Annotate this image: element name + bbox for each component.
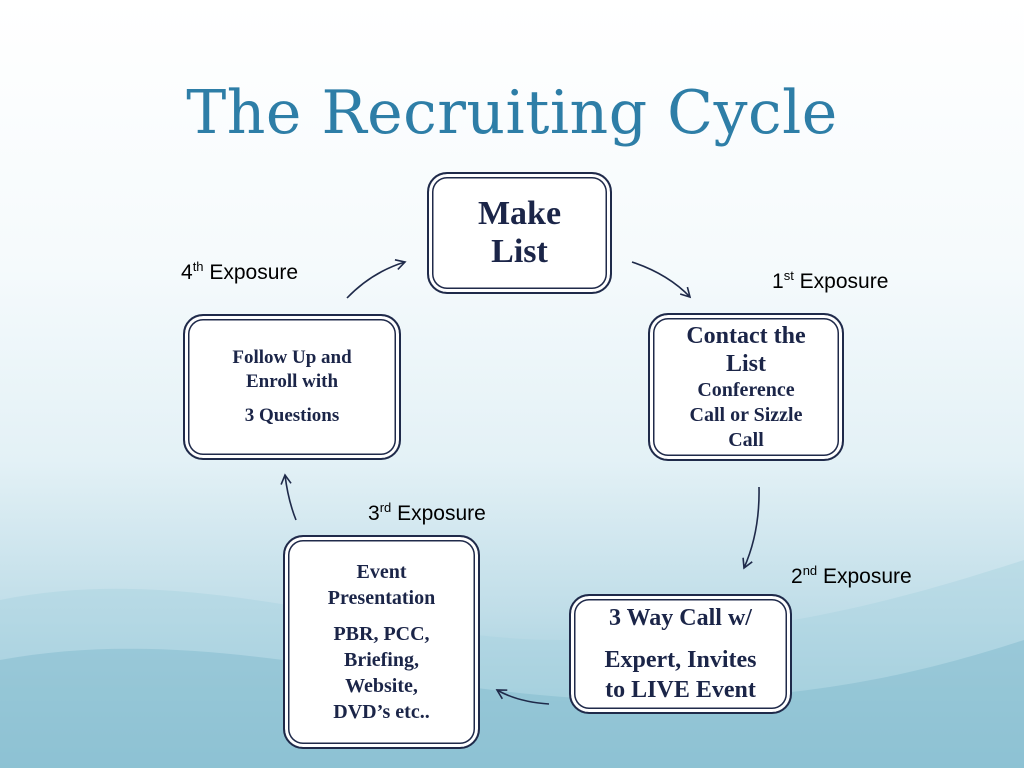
event-line1: Event	[356, 561, 407, 583]
three-way-call-node: 3 Way Call w/ Expert, Invites to LIVE Ev…	[569, 594, 792, 714]
exposure-1-suffix: st	[783, 268, 794, 283]
follow-up-line3: 3 Questions	[244, 405, 340, 426]
arrow-event-to-follow	[280, 473, 297, 521]
exposure-2-num: 2	[791, 565, 803, 588]
event-line6: DVD’s etc..	[333, 701, 430, 723]
exposure-label-1: 1st Exposure	[772, 268, 889, 294]
event-line4: Briefing,	[344, 649, 419, 671]
exposure-label-2: 2nd Exposure	[791, 563, 912, 589]
exposure-4-suffix: th	[192, 259, 204, 274]
make-list-node: Make List	[427, 172, 612, 294]
follow-up-line1: Follow Up and	[232, 347, 352, 368]
three-way-call-line2: Expert, Invites	[604, 647, 757, 673]
exposure-3-suffix: rd	[379, 500, 392, 515]
contact-list-sub1: Conference	[697, 378, 795, 401]
make-list-line2: List	[491, 233, 548, 270]
exposure-2-suffix: nd	[802, 563, 818, 578]
contact-list-node: Contact the List Conference Call or Sizz…	[648, 313, 844, 461]
arrow-contact-to-call	[742, 486, 760, 570]
arrow-make-to-contact	[631, 261, 692, 299]
contact-list-sub3: Call	[728, 428, 764, 451]
contact-list-line1: Contact the	[686, 322, 806, 349]
page-title: The Recruiting Cycle	[186, 78, 838, 148]
arrow-call-to-event	[495, 689, 550, 705]
exposure-1-num: 1	[772, 270, 784, 293]
exposure-label-4: 4th Exposure	[181, 259, 299, 285]
event-line2: Presentation	[327, 587, 436, 609]
exposure-4-text: Exposure	[209, 261, 299, 284]
event-line3: PBR, PCC,	[333, 623, 430, 645]
event-presentation-node: Event Presentation PBR, PCC, Briefing, W…	[283, 535, 480, 749]
event-line5: Website,	[345, 675, 418, 697]
exposure-4-num: 4	[181, 261, 193, 284]
contact-list-line2: List	[725, 350, 766, 377]
three-way-call-line3: to LIVE Event	[605, 677, 756, 703]
make-list-line1: Make	[477, 195, 562, 232]
follow-up-line2: Enroll with	[245, 371, 339, 392]
exposure-3-text: Exposure	[397, 502, 486, 525]
exposure-1-text: Exposure	[799, 270, 889, 293]
exposure-label-3: 3rd Exposure	[368, 500, 486, 526]
contact-list-sub2: Call or Sizzle	[689, 403, 803, 426]
arrow-follow-to-make	[346, 259, 407, 299]
exposure-3-num: 3	[368, 502, 380, 525]
exposure-2-text: Exposure	[823, 565, 912, 588]
three-way-call-line1: 3 Way Call w/	[609, 605, 752, 631]
follow-up-node: Follow Up and Enroll with 3 Questions	[183, 314, 401, 460]
